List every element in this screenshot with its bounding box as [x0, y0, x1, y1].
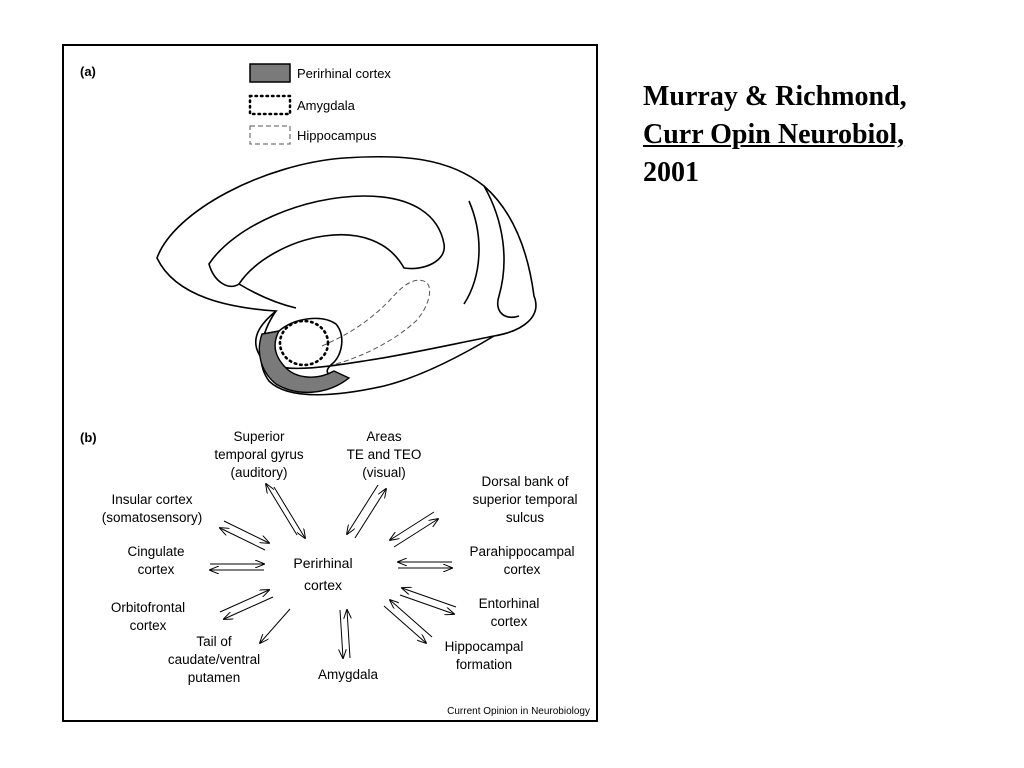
node-tail-caudate-3: putamen: [188, 670, 241, 685]
node-amygdala: Amygdala: [318, 667, 379, 682]
arrow-te-teo-out: [354, 489, 386, 539]
brain-outline: [156, 155, 537, 370]
node-hippocampal-formation-2: formation: [456, 657, 512, 672]
node-insular-1: Insular cortex: [111, 492, 192, 507]
node-areas-te-1: Areas: [366, 429, 402, 444]
arrow-amygdala-out: [340, 609, 343, 658]
hippocampus-swatch: [249, 125, 291, 145]
hippocampus-region: [321, 279, 431, 365]
amygdala-swatch: [248, 94, 292, 116]
node-orbitofrontal-2: cortex: [130, 618, 167, 633]
connection-arrows: [210, 484, 456, 658]
node-entorhinal-1: Entorhinal: [479, 596, 540, 611]
perirhinal-swatch: [249, 63, 291, 83]
node-dorsal-bank-3: sulcus: [506, 510, 545, 525]
legend-perirhinal: Perirhinal cortex: [297, 66, 391, 81]
arrow-insular-in: [223, 520, 269, 543]
node-insular-2: (somatosensory): [102, 510, 203, 525]
node-dorsal-bank-1: Dorsal bank of: [481, 474, 568, 489]
citation-authors: Murray & Richmond,: [643, 81, 907, 112]
node-hippocampal-formation-1: Hippocampal: [445, 639, 524, 654]
occipital-fold: [483, 185, 520, 318]
node-tail-caudate-1: Tail of: [196, 634, 232, 649]
amygdala-region: [278, 319, 330, 367]
figure-frame: (a) Perirhinal cortex Amygdala Hippocamp…: [62, 44, 598, 722]
arrow-entorhinal-out: [399, 594, 454, 614]
citation-journal: Curr Opin Neurobiol,: [643, 119, 905, 150]
arrow-superior-temporal-out: [266, 484, 298, 536]
node-superior-temporal-2: temporal gyrus: [214, 447, 304, 462]
parieto-occipital-line: [463, 200, 480, 305]
node-cingulate-1: Cingulate: [127, 544, 184, 559]
corpus-callosum: [208, 195, 445, 288]
arrow-amygdala-in: [347, 610, 350, 659]
node-cingulate-2: cortex: [138, 562, 175, 577]
arrow-dorsal-bank-out: [393, 519, 438, 548]
node-areas-te-3: (visual): [362, 465, 406, 480]
arrow-te-teo-in: [347, 484, 379, 534]
fornix-line: [238, 283, 297, 309]
node-parahippocampal-2: cortex: [504, 562, 541, 577]
legend-hippocampus: Hippocampus: [297, 128, 377, 143]
arrow-insular-out: [220, 528, 266, 551]
panel-a-label: (a): [80, 64, 96, 79]
arrow-hippocampal-out: [383, 605, 426, 643]
node-superior-temporal-3: (auditory): [230, 465, 287, 480]
perirhinal-region: [258, 330, 351, 393]
node-tail-caudate-2: caudate/ventral: [168, 652, 260, 667]
node-areas-te-2: TE and TEO: [347, 447, 422, 462]
uncus: [278, 317, 343, 377]
center-node-line2: cortex: [304, 577, 342, 593]
node-superior-temporal-1: Superior: [233, 429, 285, 444]
arrow-tail-caudate: [260, 608, 291, 643]
panel-b-label: (b): [80, 430, 97, 445]
arrow-superior-temporal-in: [273, 486, 305, 538]
citation-year: 2001: [643, 157, 699, 188]
arrow-orbitofrontal-out: [224, 596, 274, 619]
legend: Perirhinal cortex Amygdala Hippocampus: [248, 63, 391, 145]
arrow-entorhinal-in: [402, 588, 457, 608]
brain-illustration: [156, 155, 537, 396]
legend-amygdala: Amygdala: [297, 98, 356, 113]
node-dorsal-bank-2: superior temporal: [472, 492, 577, 507]
center-node-line1: Perirhinal: [293, 555, 352, 571]
node-entorhinal-2: cortex: [491, 614, 528, 629]
figure-credit: Current Opinion in Neurobiology: [447, 706, 590, 717]
arrow-dorsal-bank-in: [390, 511, 435, 540]
arrow-orbitofrontal-in: [219, 590, 269, 613]
arrow-hippocampal-in: [390, 600, 433, 638]
node-parahippocampal-1: Parahippocampal: [469, 544, 574, 559]
figure-svg: (a) Perirhinal cortex Amygdala Hippocamp…: [80, 63, 590, 717]
node-orbitofrontal-1: Orbitofrontal: [111, 600, 185, 615]
citation: Murray & Richmond, Curr Opin Neurobiol, …: [643, 78, 907, 192]
